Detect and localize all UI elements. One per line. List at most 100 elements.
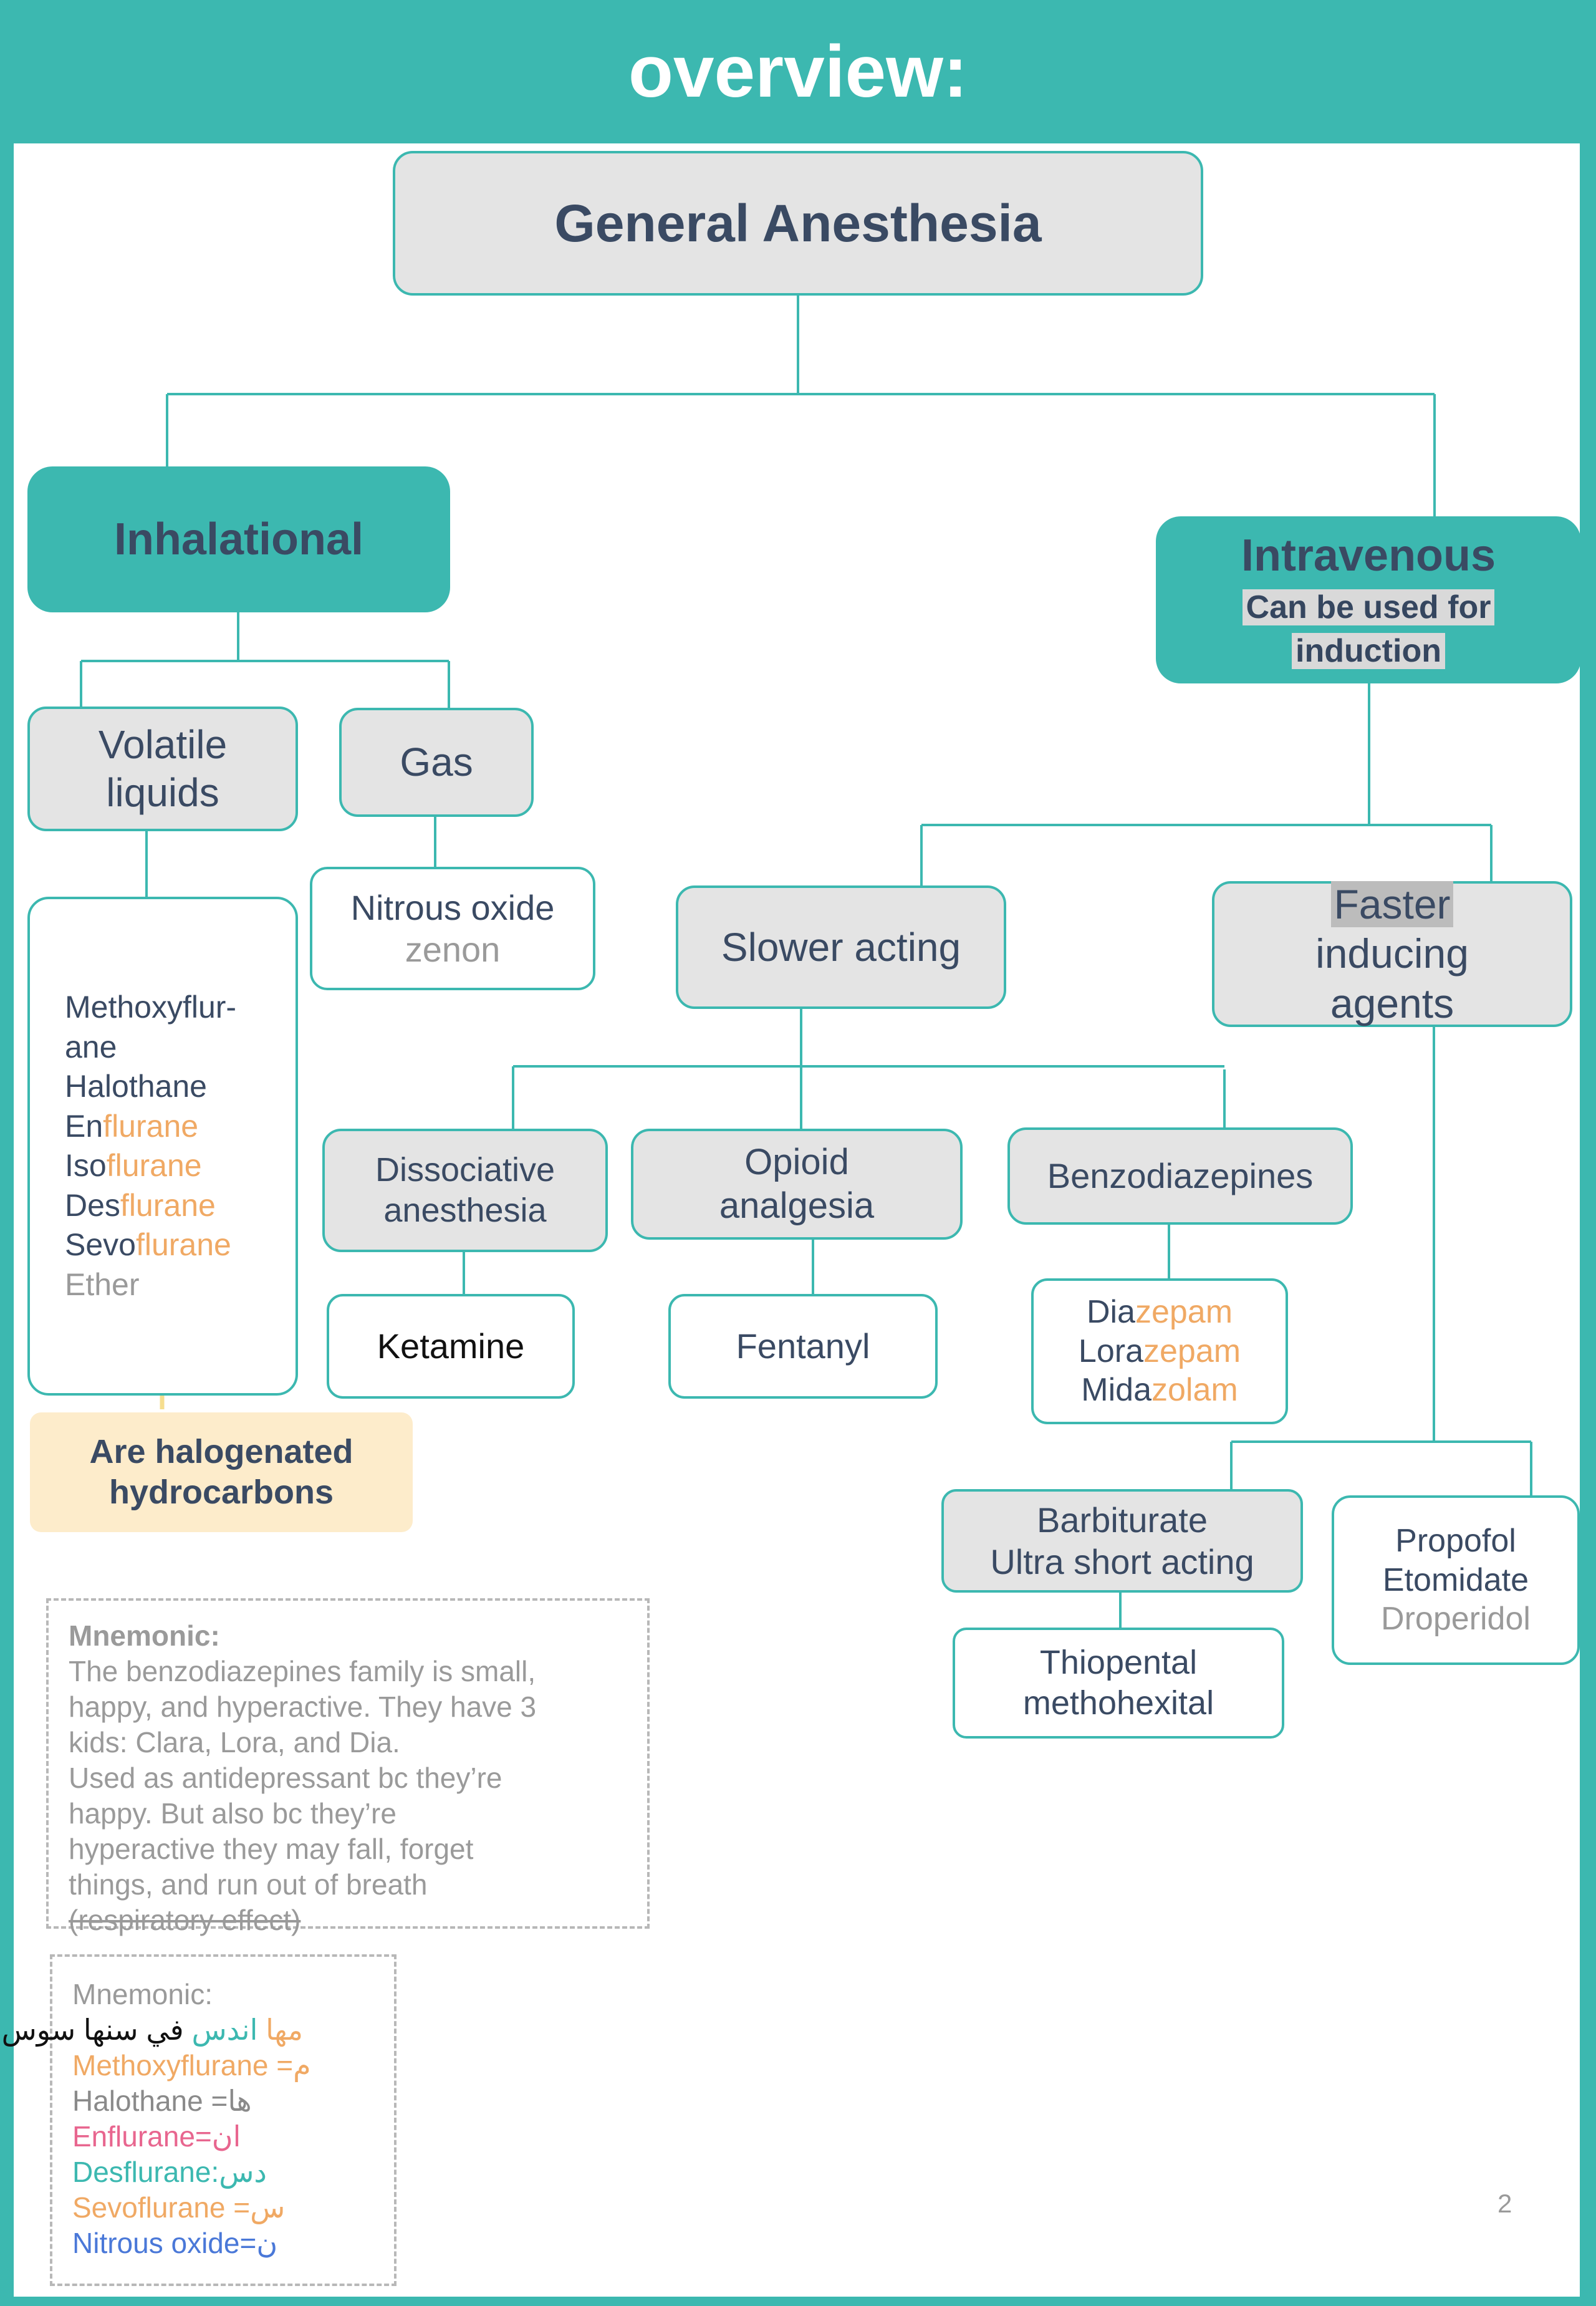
isoflurane-prefix: Iso — [65, 1148, 107, 1183]
barbiturate-line-1: Barbiturate — [1037, 1500, 1208, 1540]
methoxyflurane-line-1: Methoxyflur- — [65, 990, 237, 1025]
connector-intravenous — [920, 682, 1493, 885]
fentanyl-box: Fentanyl — [668, 1294, 938, 1399]
diazepam-prefix: Dia — [1086, 1294, 1135, 1331]
halogenated-note: Are halogenated hydrocarbons — [30, 1412, 413, 1532]
benzodiazepine-mnemonic-box: Mnemonic: The benzodiazepines family is … — [46, 1598, 650, 1936]
slower-acting-node: Slower acting — [676, 885, 1006, 1009]
mnemonic-1-line: Used as antidepressant bc they’re — [69, 1762, 502, 1795]
ketamine-box: Ketamine — [327, 1294, 575, 1399]
halogenated-note-line-2: hydrocarbons — [108, 1474, 334, 1511]
volatile-line-2: liquids — [106, 770, 219, 815]
enflurane-prefix: En — [65, 1108, 103, 1144]
mnemonic-enflurane: ان=Enflurane — [72, 2120, 241, 2153]
mnemonic-methoxyflurane: م= Methoxyflurane — [72, 2049, 311, 2082]
methoxyflurane-line-2: ane — [65, 1029, 117, 1064]
general-anesthesia-node: General Anesthesia — [393, 151, 1203, 296]
ether: Ether — [65, 1266, 140, 1302]
volatile-liquids-node: Volatile liquids — [27, 707, 298, 831]
inhalational-mnemonic-box: Mnemonic: مها اندس في سنها سوس م= Methox… — [2, 1954, 397, 2286]
sevoflurane-suffix: flurane — [135, 1227, 231, 1262]
sevoflurane-prefix: Sevo — [65, 1227, 136, 1262]
arabic-word: سوس — [1, 2014, 76, 2047]
volatile-drug-list: Methoxyflur- ane Halothane Enflurane Iso… — [27, 897, 298, 1396]
zenon: zenon — [405, 930, 501, 969]
dissociative-line-1: Dissociative — [375, 1151, 555, 1189]
gas-node: Gas — [339, 708, 534, 817]
nitrous-oxide: Nitrous oxide — [350, 887, 555, 927]
isoflurane-suffix: flurane — [106, 1148, 202, 1183]
other-induction-agents-box: Propofol Etomidate Droperidol — [1332, 1495, 1580, 1665]
arabic-word: مها — [266, 2014, 303, 2047]
desflurane: Desflurane — [65, 1186, 216, 1226]
faster-line-2: inducing — [1315, 930, 1469, 977]
opioid-analgesia-node: Opioid analgesia — [631, 1129, 963, 1240]
desflurane-prefix: Des — [65, 1187, 120, 1223]
halogenated-note-line-1: Are halogenated — [89, 1433, 353, 1471]
desflurane-suffix: flurane — [120, 1187, 216, 1223]
inhalational-label: Inhalational — [113, 514, 364, 564]
faster-line-1: Faster — [1331, 881, 1453, 928]
connector-inhalational — [80, 612, 450, 708]
ketamine: Ketamine — [377, 1326, 525, 1366]
arabic-word: اندس — [191, 2014, 258, 2047]
mnemonic-1-line: The benzodiazepines family is small, — [69, 1655, 536, 1688]
page-header: overview: — [0, 0, 1596, 143]
connector-slower — [512, 1009, 1226, 1129]
arabic-word: سنها — [83, 2014, 138, 2047]
page-title: overview: — [628, 31, 968, 113]
mnemonic-1-line: happy, and hyperactive. They have 3 — [69, 1691, 537, 1724]
general-anesthesia-label: General Anesthesia — [554, 193, 1042, 253]
lorazepam-suffix: zepam — [1143, 1333, 1241, 1369]
mnemonic-nitrous-oxide: ن=Nitrous oxide — [72, 2227, 278, 2260]
opioid-line-2: analgesia — [719, 1185, 875, 1226]
diagram-canvas: General Anesthesia Inhalational Volatile… — [2, 143, 1581, 2297]
dissociative-line-2: anesthesia — [383, 1192, 547, 1229]
mnemonic-2-title: Mnemonic: — [72, 1978, 213, 2010]
benzodiazepines-label: Benzodiazepines — [1047, 1156, 1314, 1196]
mnemonic-1-line: things, and run out of breath — [69, 1868, 428, 1901]
benzodiazepines-node: Benzodiazepines — [1007, 1127, 1353, 1225]
midazolam: Midazolam — [1081, 1371, 1238, 1409]
gas-drug-box: Nitrous oxide zenon — [310, 867, 595, 990]
mnemonic-halothane: ها= Halothane — [72, 2085, 252, 2118]
intravenous-node: Intravenous Can be used for induction — [1156, 516, 1581, 683]
methohexital: methohexital — [1022, 1684, 1214, 1722]
midazolam-suffix: zolam — [1151, 1372, 1238, 1409]
enflurane-suffix: flurane — [103, 1108, 199, 1144]
isoflurane: Isoflurane — [65, 1146, 202, 1186]
lorazepam: Lorazepam — [1079, 1332, 1241, 1371]
volatile-line-1: Volatile — [98, 722, 228, 768]
lorazepam-prefix: Lora — [1078, 1333, 1143, 1369]
opioid-line-1: Opioid — [744, 1142, 849, 1183]
connector-root — [166, 294, 1436, 516]
benzo-drug-box: Diazepam Lorazepam Midazolam — [1031, 1278, 1288, 1424]
mnemonic-1-line: happy. But also bc they’re — [69, 1797, 397, 1830]
mnemonic-1-title: Mnemonic: — [69, 1619, 220, 1652]
induction-note-line-1: Can be used for — [1242, 589, 1495, 625]
page-number: 2 — [1497, 2189, 1512, 2218]
mnemonic-sevoflurane: س= Sevoflurane — [72, 2191, 286, 2224]
midazolam-prefix: Mida — [1081, 1372, 1151, 1409]
thiopental: Thiopental — [1039, 1644, 1198, 1682]
diazepam-suffix: zepam — [1135, 1294, 1233, 1331]
slower-acting-label: Slower acting — [721, 924, 961, 970]
induction-note-line-2: induction — [1292, 633, 1445, 670]
arabic-mnemonic-phrase: مها اندس في سنها سوس — [2, 2012, 303, 2048]
enflurane: Enflurane — [65, 1107, 198, 1147]
mnemonic-1-line: kids: Clara, Lora, and Dia. — [69, 1726, 400, 1759]
arabic-word: في — [146, 2014, 184, 2047]
intravenous-label: Intravenous — [1241, 531, 1496, 581]
mnemonic-1-line: hyperactive they may fall, forget — [69, 1833, 474, 1866]
fentanyl: Fentanyl — [736, 1326, 870, 1366]
faster-line-3: agents — [1330, 980, 1454, 1026]
connector-faster — [1230, 1025, 1532, 1495]
barbiturate-line-2: Ultra short acting — [990, 1542, 1254, 1581]
droperidol: Droperidol — [1381, 1601, 1531, 1638]
inhalational-node: Inhalational — [27, 466, 450, 612]
barbiturate-drug-box: Thiopental methohexital — [953, 1628, 1284, 1739]
mnemonic-1-line: (respiratory effect) — [69, 1904, 301, 1937]
sevoflurane: Sevoflurane — [65, 1225, 231, 1265]
etomidate: Etomidate — [1382, 1561, 1529, 1598]
mnemonic-desflurane: دس:Desflurane — [72, 2156, 267, 2189]
